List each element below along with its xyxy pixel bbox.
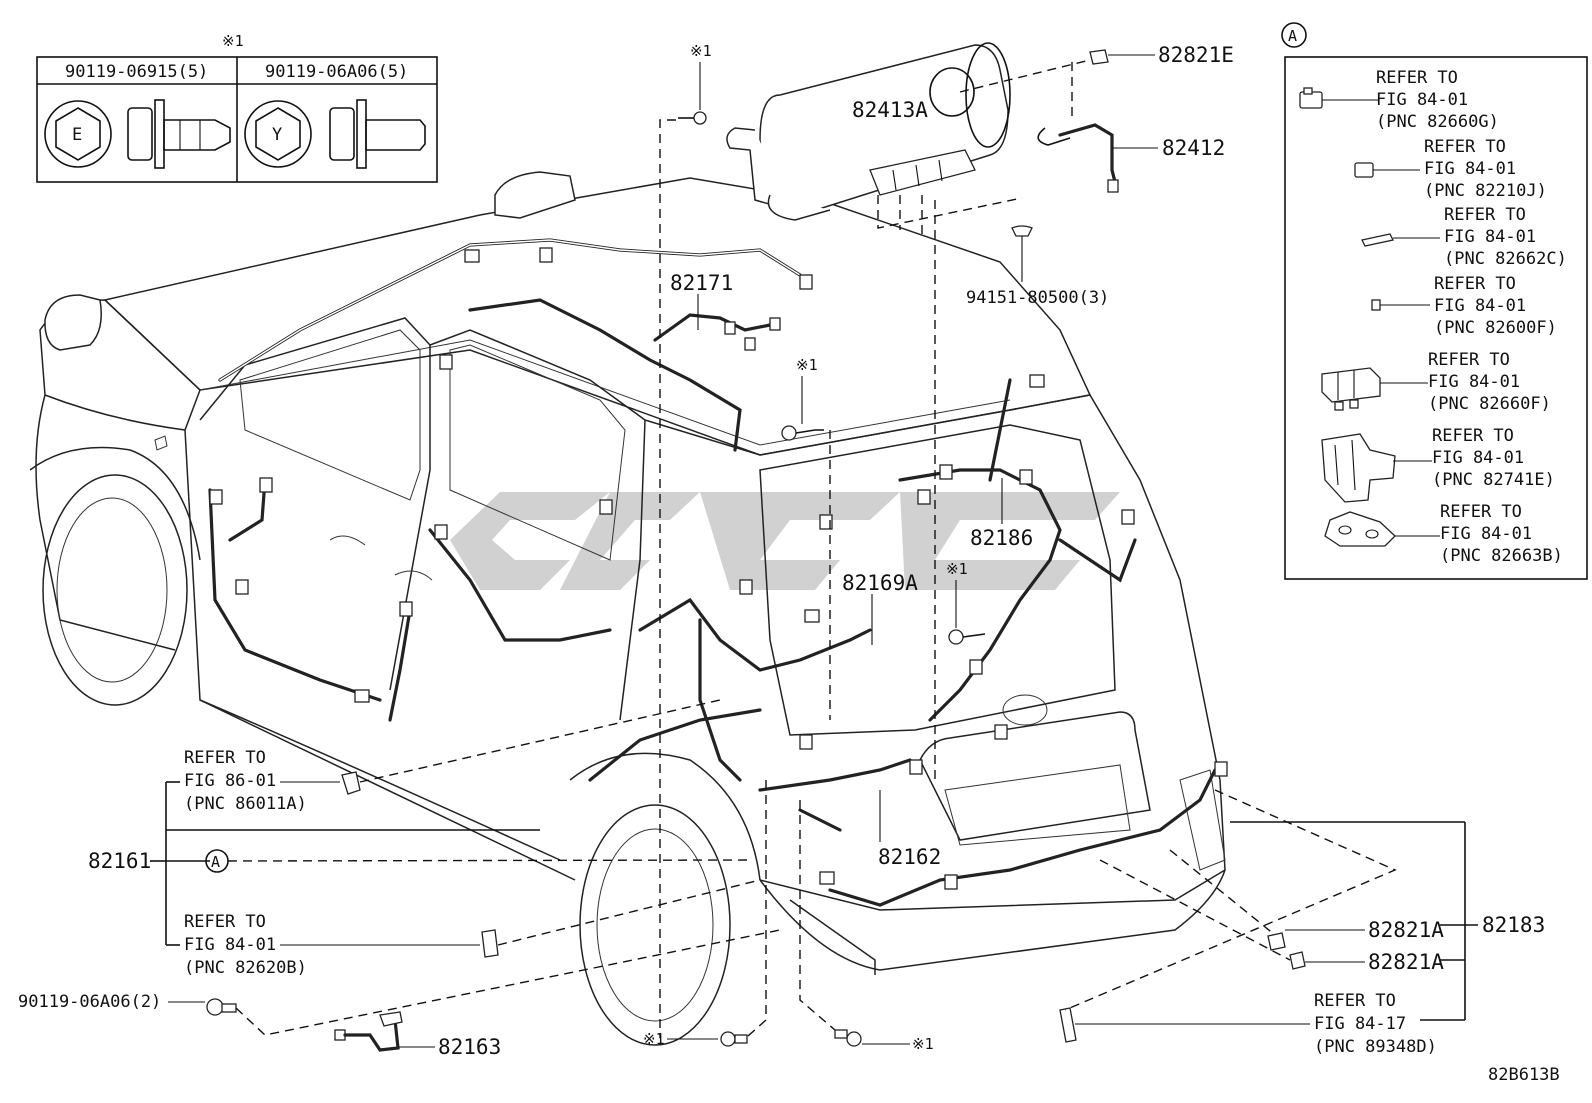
inset-connector-82210j-icon (1354, 162, 1374, 178)
mark-1-top: ※1 (690, 42, 712, 60)
clip-82620b-icon (481, 929, 499, 958)
svg-text:FIG 84-01: FIG 84-01 (184, 935, 276, 955)
svg-text:(PNC 89348D): (PNC 89348D) (1314, 1037, 1437, 1057)
svg-text:FIG 84-01: FIG 84-01 (1432, 448, 1524, 468)
svg-text:(PNC 82662C): (PNC 82662C) (1444, 249, 1567, 269)
component-82412-icon (1037, 123, 1119, 193)
svg-text:REFER TO: REFER TO (1376, 68, 1458, 88)
bolt-part-number-1: 90119-06915(5) (65, 62, 208, 82)
watermark-logo (450, 492, 1120, 590)
inset-connector-82660g-icon (1299, 87, 1323, 109)
bolt-spec-table: ※1 90119-06915(5) 90119-06A06(5) E Y (36, 32, 438, 183)
label-82162: 82162 (878, 845, 941, 869)
label-82183: 82183 (1482, 913, 1545, 937)
mark-1-middle: ※1 (796, 356, 818, 374)
svg-text:FIG 84-01: FIG 84-01 (1428, 372, 1520, 392)
svg-text:Y: Y (272, 125, 282, 145)
label-82163: 82163 (438, 1035, 501, 1059)
svg-text:FIG 86-01: FIG 86-01 (184, 771, 276, 791)
svg-text:REFER TO: REFER TO (1428, 350, 1510, 370)
bolt-part-number-2: 90119-06A06(5) (265, 62, 408, 82)
clip-94151-icon (1011, 225, 1033, 248)
inset-terminal-82600f-icon (1371, 299, 1381, 311)
svg-text:REFER TO: REFER TO (184, 912, 266, 932)
component-82821e-icon (1089, 49, 1109, 65)
label-82821a-1: 82821A (1368, 918, 1444, 942)
svg-text:REFER TO: REFER TO (1424, 137, 1506, 157)
screw-top-icon (678, 111, 707, 125)
harness-connectors (209, 247, 1228, 890)
label-82171: 82171 (670, 271, 733, 295)
inset-bracket-82663b-icon (1324, 511, 1396, 547)
svg-text:FIG 84-01: FIG 84-01 (1376, 90, 1468, 110)
svg-text:REFER TO: REFER TO (1314, 991, 1396, 1011)
svg-text:FIG 84-01: FIG 84-01 (1440, 524, 1532, 544)
svg-text:(PNC 82210J): (PNC 82210J) (1424, 181, 1547, 201)
svg-text:(PNC 82741E): (PNC 82741E) (1432, 470, 1555, 490)
mark-1-bottom-right: ※1 (912, 1035, 934, 1053)
bolt-side-view-1-icon (127, 99, 231, 169)
table-note-mark: ※1 (222, 32, 244, 50)
svg-text:(PNC 82660G): (PNC 82660G) (1376, 112, 1499, 132)
label-90119-06a06: 90119-06A06(2) (18, 992, 161, 1012)
svg-text:E: E (72, 125, 82, 145)
screw-middle-icon (781, 425, 816, 441)
bolt-90119-icon (206, 998, 237, 1016)
label-82186: 82186 (970, 526, 1033, 550)
svg-text:(PNC 82620B): (PNC 82620B) (184, 958, 307, 978)
component-82413a-icon (726, 42, 1011, 221)
sensor-86011a-icon (341, 771, 361, 795)
label-82821e: 82821E (1158, 43, 1234, 67)
svg-text:FIG 84-01: FIG 84-01 (1424, 159, 1516, 179)
svg-text:REFER TO: REFER TO (1432, 426, 1514, 446)
svg-text:(PNC 86011A): (PNC 86011A) (184, 794, 307, 814)
svg-text:FIG 84-17: FIG 84-17 (1314, 1014, 1406, 1034)
inset-relay-block-82741e-icon (1321, 433, 1396, 503)
svg-text:(PNC 82660F): (PNC 82660F) (1428, 394, 1551, 414)
svg-text:A: A (211, 853, 220, 871)
label-82161: 82161 (88, 849, 151, 873)
label-82821a-2: 82821A (1368, 950, 1444, 974)
svg-text:REFER TO: REFER TO (1444, 205, 1526, 225)
inset-box-a: A REFER TO FIG 84-01 (PNC 82660G) REFER … (1281, 22, 1588, 580)
mark-1-bottom-left: ※1 (643, 1030, 665, 1048)
inset-clip-82662c-icon (1361, 233, 1394, 247)
connector-82821a-2-icon (1289, 951, 1306, 970)
clip-89348d-icon (1059, 1007, 1077, 1043)
svg-text:FIG 84-01: FIG 84-01 (1444, 227, 1536, 247)
label-82413a: 82413A (852, 98, 928, 122)
diagram-code: 82B613B (1488, 1065, 1560, 1085)
svg-text:FIG 84-01: FIG 84-01 (1434, 296, 1526, 316)
screw-right-icon (948, 629, 986, 645)
label-82412: 82412 (1162, 136, 1225, 160)
label-94151: 94151-80500(3) (966, 288, 1109, 308)
vehicle-body-outline (29, 171, 1226, 1046)
connector-82821a-1-icon (1267, 932, 1286, 951)
hex-bolt-head-y-icon: Y (244, 100, 312, 168)
svg-text:REFER TO: REFER TO (1434, 274, 1516, 294)
hex-bolt-head-e-icon: E (44, 100, 112, 168)
inset-connector-block-82660f-icon (1321, 367, 1381, 411)
bolt-side-view-2-icon (329, 99, 426, 169)
svg-text:REFER TO: REFER TO (1440, 502, 1522, 522)
screw-bottom-left-icon (720, 1031, 748, 1047)
label-82169a: 82169A (842, 571, 918, 595)
svg-text:(PNC 82663B): (PNC 82663B) (1440, 546, 1563, 566)
mark-1-right: ※1 (946, 560, 968, 578)
screw-bottom-right-icon (834, 1029, 862, 1047)
component-82163-icon (334, 1011, 403, 1052)
svg-text:REFER TO: REFER TO (184, 748, 266, 768)
inset-circle-letter: A (1288, 27, 1297, 45)
wire-harness-routing (208, 238, 1217, 907)
svg-text:(PNC 82600F): (PNC 82600F) (1434, 318, 1557, 338)
